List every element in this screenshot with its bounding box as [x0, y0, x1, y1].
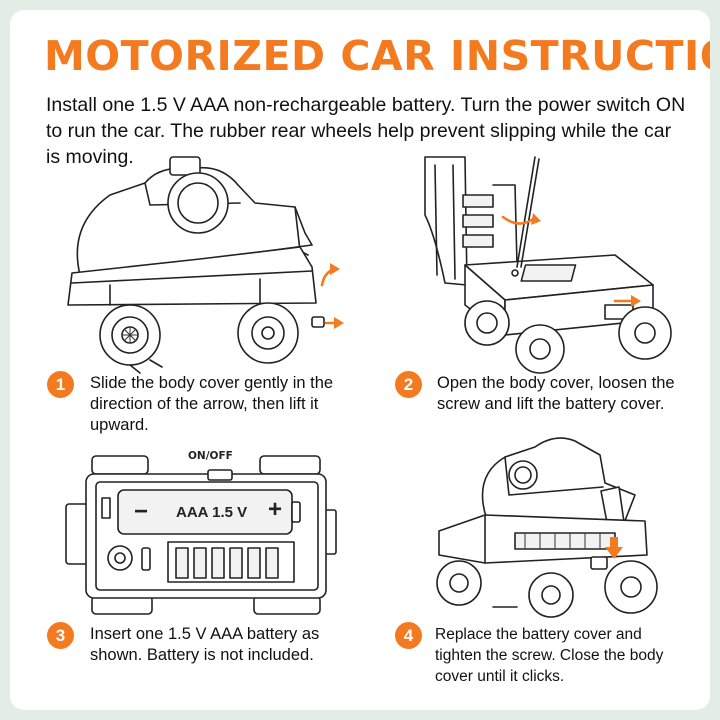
- switch-label: ON/OFF: [188, 450, 233, 462]
- illustration-step-3: ON/OFF − AAA 1.5 V +: [58, 450, 338, 620]
- instruction-card: MOTORIZED CAR INSTRUCTIONS Install one 1…: [10, 10, 710, 710]
- step-4-text: Replace the battery cover and tighten th…: [435, 626, 664, 685]
- battery-label: AAA 1.5 V: [176, 504, 248, 521]
- step-1-text: Slide the body cover gently in the direc…: [90, 374, 334, 434]
- step-4-number: 4: [395, 622, 422, 649]
- step-3-text: Insert one 1.5 V AAA battery as shown. B…: [90, 625, 320, 664]
- step-2-number: 2: [395, 371, 422, 398]
- page-title: MOTORIZED CAR INSTRUCTIONS: [44, 32, 710, 80]
- battery-plus: +: [268, 496, 283, 523]
- step-1-number: 1: [47, 371, 74, 398]
- illustration-step-4: [436, 437, 658, 618]
- step-3-number: 3: [47, 622, 74, 649]
- battery-minus: −: [134, 498, 149, 525]
- illustration-step-2: [424, 156, 672, 374]
- illustration-step-1: [67, 156, 344, 374]
- step-2-text: Open the body cover, loosen the screw an…: [437, 374, 675, 413]
- intro-paragraph: Install one 1.5 V AAA non-rechargeable b…: [46, 94, 686, 168]
